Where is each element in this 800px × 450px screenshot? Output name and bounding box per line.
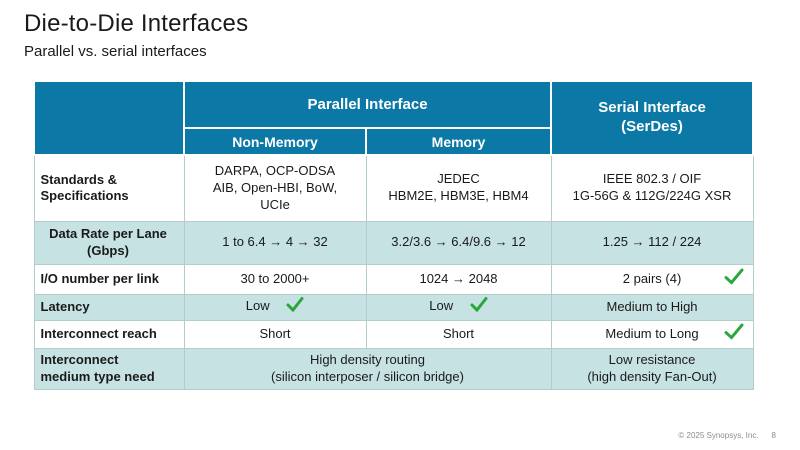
cell-text: Medium to Long xyxy=(605,325,699,341)
cell-io-serial: 2 pairs (4) xyxy=(550,263,754,295)
check-icon xyxy=(286,297,304,317)
page-subtitle: Parallel vs. serial interfaces xyxy=(24,43,207,60)
row-data-rate: Data Rate per Lane (Gbps) 1 to 6.4 → 4 →… xyxy=(33,220,754,265)
cell-line: High density routing xyxy=(310,351,425,367)
cell-reach-serial: Medium to Long xyxy=(550,319,754,349)
label-line: Interconnect xyxy=(40,352,119,368)
cell-text: 2 pairs (4) xyxy=(622,270,682,286)
cell-line: IEEE 802.3 / OIF xyxy=(602,171,702,187)
row-label-standards: Standards & Specifications xyxy=(33,154,185,222)
row-interconnect-medium: Interconnect medium type need High densi… xyxy=(33,347,754,390)
page-number: 8 xyxy=(771,431,776,440)
header-serial-line1: Serial Interface xyxy=(598,99,706,117)
label-line: Data Rate per Lane xyxy=(49,226,167,242)
label-line: medium type need xyxy=(40,368,155,384)
cell-line: JEDEC xyxy=(437,171,480,187)
table-corner-cell xyxy=(33,80,185,156)
label-line: Standards & xyxy=(40,172,118,187)
cell-medium-parallel: High density routing (silicon interposer… xyxy=(183,347,552,390)
cell-standards-serial: IEEE 802.3 / OIF 1G-56G & 112G/224G XSR xyxy=(550,154,754,222)
cell-data-rate-non-memory: 1 to 6.4 → 4 → 32 xyxy=(183,220,367,265)
header-serial-line2: (SerDes) xyxy=(621,118,683,135)
row-interconnect-reach: Interconnect reach Short Short Medium to… xyxy=(33,319,754,349)
header-parallel-interface: Parallel Interface xyxy=(182,80,553,129)
header-memory: Memory xyxy=(364,127,553,156)
row-standards: Standards & Specifications DARPA, OCP-OD… xyxy=(33,154,754,222)
row-label-latency: Latency xyxy=(33,293,185,321)
row-label-interconnect-reach: Interconnect reach xyxy=(33,319,185,349)
cell-line: (high density Fan-Out) xyxy=(587,368,717,384)
copyright-text: © 2025 Synopsys, Inc. xyxy=(678,431,759,440)
cell-io-memory: 1024 → 2048 xyxy=(365,263,552,295)
row-label-data-rate: Data Rate per Lane (Gbps) xyxy=(33,220,185,265)
cell-line: Low resistance xyxy=(608,351,696,367)
row-label-interconnect-medium: Interconnect medium type need xyxy=(33,347,185,390)
cell-reach-memory: Short xyxy=(365,319,552,349)
cell-data-rate-memory: 3.2/3.6 → 6.4/9.6 → 12 xyxy=(365,220,552,265)
row-io-number: I/O number per link 30 to 2000+ 1024 → 2… xyxy=(33,263,754,295)
cell-line: HBM2E, HBM3E, HBM4 xyxy=(388,188,529,204)
cell-latency-memory: Low xyxy=(365,293,552,321)
cell-line: 1G-56G & 112G/224G XSR xyxy=(572,188,732,204)
label-line: (Gbps) xyxy=(87,242,129,258)
cell-latency-non-memory: Low xyxy=(183,293,367,321)
cell-latency-serial: Medium to High xyxy=(550,293,754,321)
cell-medium-serial: Low resistance (high density Fan-Out) xyxy=(550,347,754,390)
check-icon xyxy=(724,323,744,345)
header-non-memory: Non-Memory xyxy=(183,127,367,156)
header-serial-interface: Serial Interface (SerDes) xyxy=(550,80,755,156)
row-latency: Latency Low Low Medium to High xyxy=(33,293,754,321)
table-subheader-row: Non-Memory Memory xyxy=(34,127,753,156)
check-icon xyxy=(470,297,488,317)
slide-footer: © 2025 Synopsys, Inc. 8 xyxy=(678,431,776,440)
check-icon xyxy=(724,268,744,290)
comparison-table: Parallel Interface Serial Interface (Ser… xyxy=(33,80,755,390)
table-header-row: Parallel Interface Serial Interface (Ser… xyxy=(33,80,755,156)
cell-standards-memory: JEDEC HBM2E, HBM3E, HBM4 xyxy=(365,154,552,222)
cell-data-rate-serial: 1.25 → 112 / 224 xyxy=(550,220,754,265)
cell-text: Low xyxy=(245,298,270,314)
cell-standards-non-memory: DARPA, OCP-ODSA AIB, Open-HBI, BoW, UCIe xyxy=(183,154,367,222)
label-line: Specifications xyxy=(40,188,129,204)
cell-io-non-memory: 30 to 2000+ xyxy=(183,263,367,295)
cell-text: Low xyxy=(429,298,454,314)
page-title: Die-to-Die Interfaces xyxy=(24,10,249,37)
cell-line: DARPA, OCP-ODSA xyxy=(214,162,336,178)
cell-line: AIB, Open-HBI, BoW, xyxy=(212,179,338,195)
row-label-io-number: I/O number per link xyxy=(33,263,185,295)
cell-reach-non-memory: Short xyxy=(183,319,367,349)
cell-line: UCIe xyxy=(260,196,290,212)
cell-line: (silicon interposer / silicon bridge) xyxy=(271,368,464,384)
